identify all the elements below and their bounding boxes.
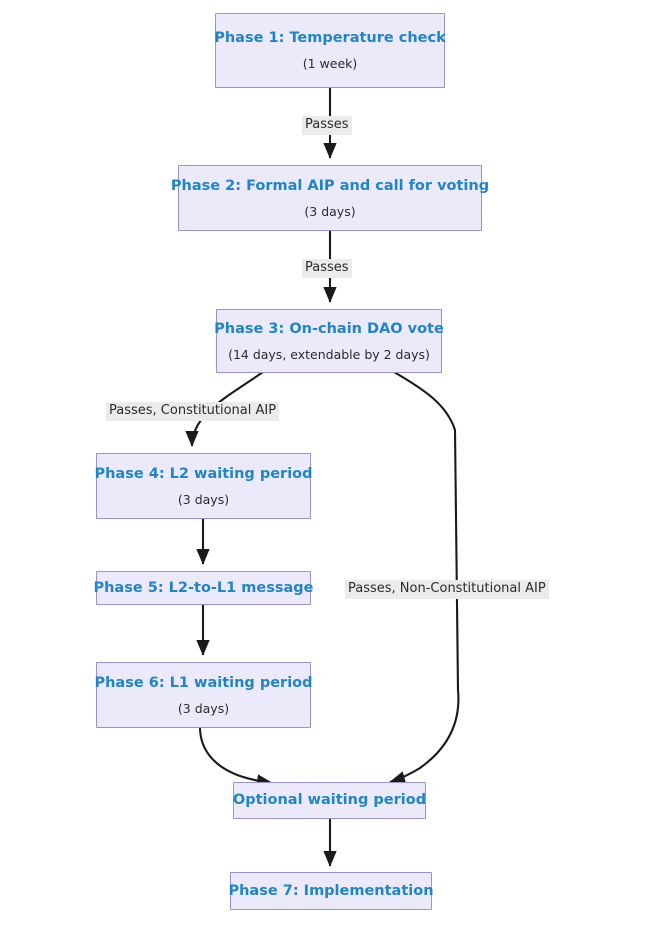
node-phase6[interactable]: Phase 6: L1 waiting period (3 days) [94,662,313,728]
node-phase4[interactable]: Phase 4: L2 waiting period (3 days) [94,453,313,519]
edge-label-phase1-phase2: Passes [302,116,352,135]
edge-label-phase2-phase3: Passes [302,259,352,278]
node-optional-title: Optional waiting period [232,792,427,809]
node-phase1-title: Phase 1: Temperature check [214,30,446,47]
node-phase3-subtitle: (14 days, extendable by 2 days) [228,346,430,362]
node-phase6-subtitle: (3 days) [177,700,230,716]
edge-label-phase3-optional: Passes, Non-Constitutional AIP [345,580,549,599]
node-phase3-title: Phase 3: On-chain DAO vote [214,320,444,337]
node-phase6-title: Phase 6: L1 waiting period [94,674,313,691]
node-phase2-subtitle: (3 days) [304,203,356,219]
node-phase4-title: Phase 4: L2 waiting period [94,465,313,482]
edge-phase3-optional [389,371,460,785]
node-phase5[interactable]: Phase 5: L2-to-L1 message [93,571,314,605]
node-phase2[interactable]: Phase 2: Formal AIP and call for voting … [171,165,489,231]
node-phase7[interactable]: Phase 7: Implementation [228,872,434,910]
node-phase2-title: Phase 2: Formal AIP and call for voting [170,177,490,194]
node-phase1[interactable]: Phase 1: Temperature check (1 week) [214,13,446,88]
node-phase1-subtitle: (1 week) [302,56,358,72]
node-optional-waiting-period[interactable]: Optional waiting period [233,782,426,819]
node-phase7-title: Phase 7: Implementation [228,882,434,899]
node-phase4-subtitle: (3 days) [177,491,230,507]
edge-phase6-optional [198,726,273,788]
node-phase5-title: Phase 5: L2-to-L1 message [93,579,314,596]
node-phase3[interactable]: Phase 3: On-chain DAO vote (14 days, ext… [214,309,444,373]
edge-label-phase3-phase4: Passes, Constitutional AIP [106,402,280,421]
